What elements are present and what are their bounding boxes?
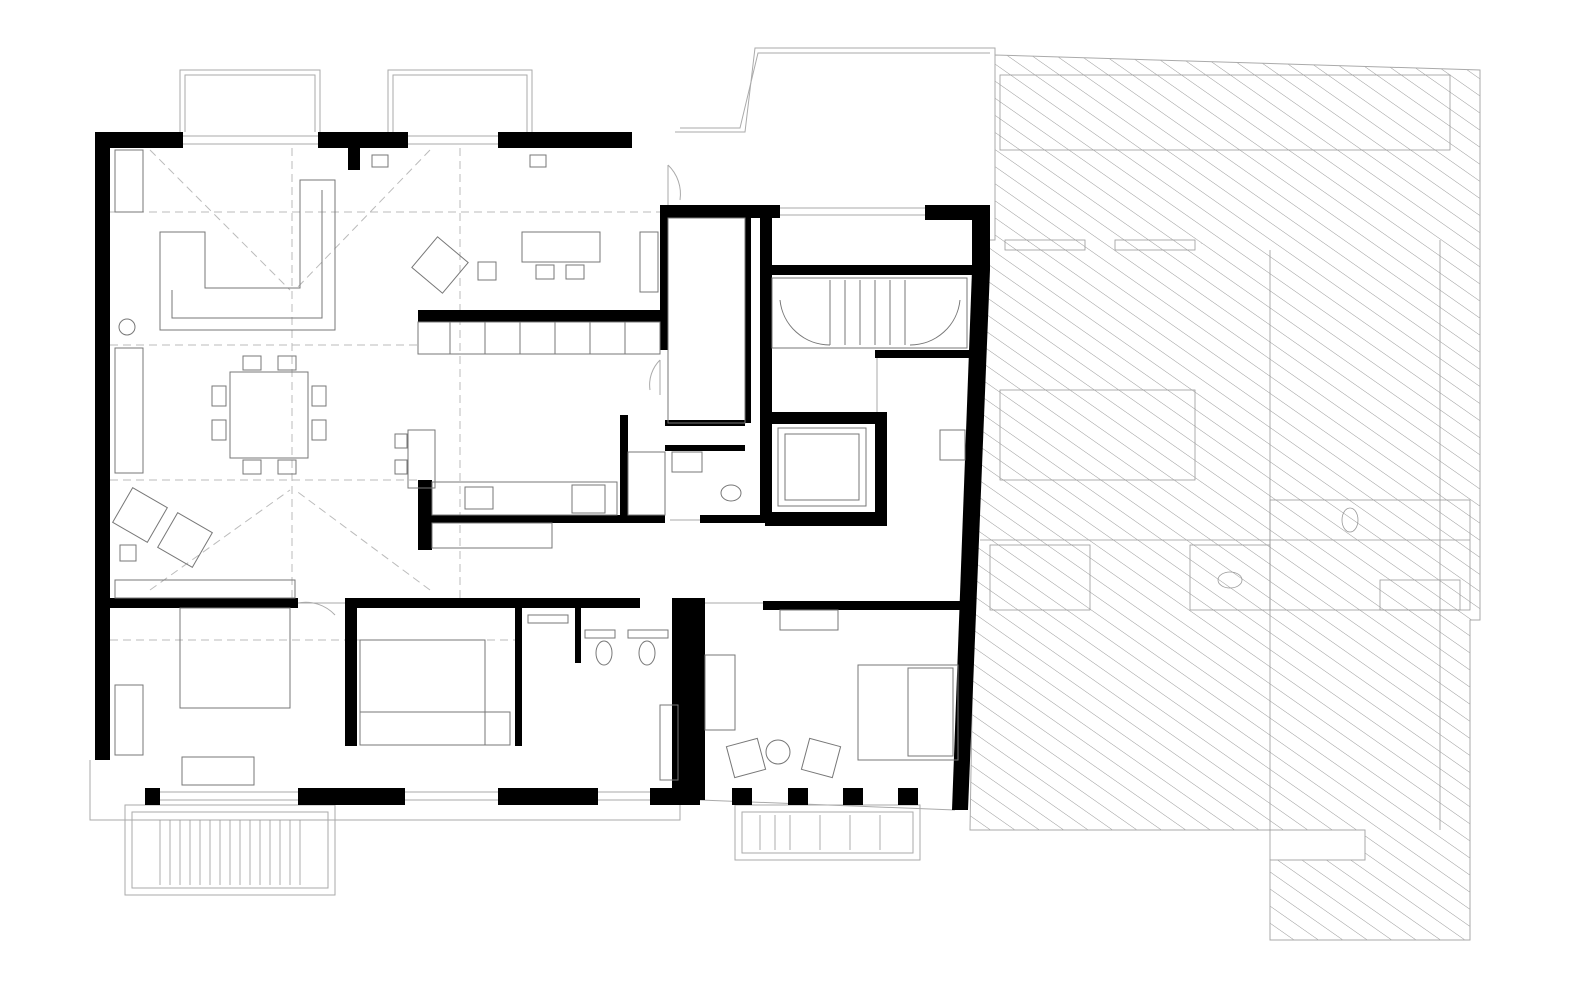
windows: [160, 135, 925, 801]
neighbouring-building-hatched: [969, 54, 1481, 941]
elevator: [777, 427, 867, 507]
living-sofa: [159, 179, 336, 331]
lounge-chair: [111, 236, 497, 569]
desk: [371, 154, 601, 280]
bedroom-furniture: [179, 429, 966, 786]
doors: [297, 164, 878, 616]
balcony-decking: [159, 815, 881, 885]
bathroom-fixtures: [527, 451, 742, 781]
dining-table: [211, 355, 436, 489]
staircase: [417, 277, 968, 355]
ceiling-lines: [110, 148, 660, 641]
kitchen-counter: [431, 217, 746, 549]
walls: [95, 132, 990, 810]
built-in-storage: [114, 149, 659, 756]
